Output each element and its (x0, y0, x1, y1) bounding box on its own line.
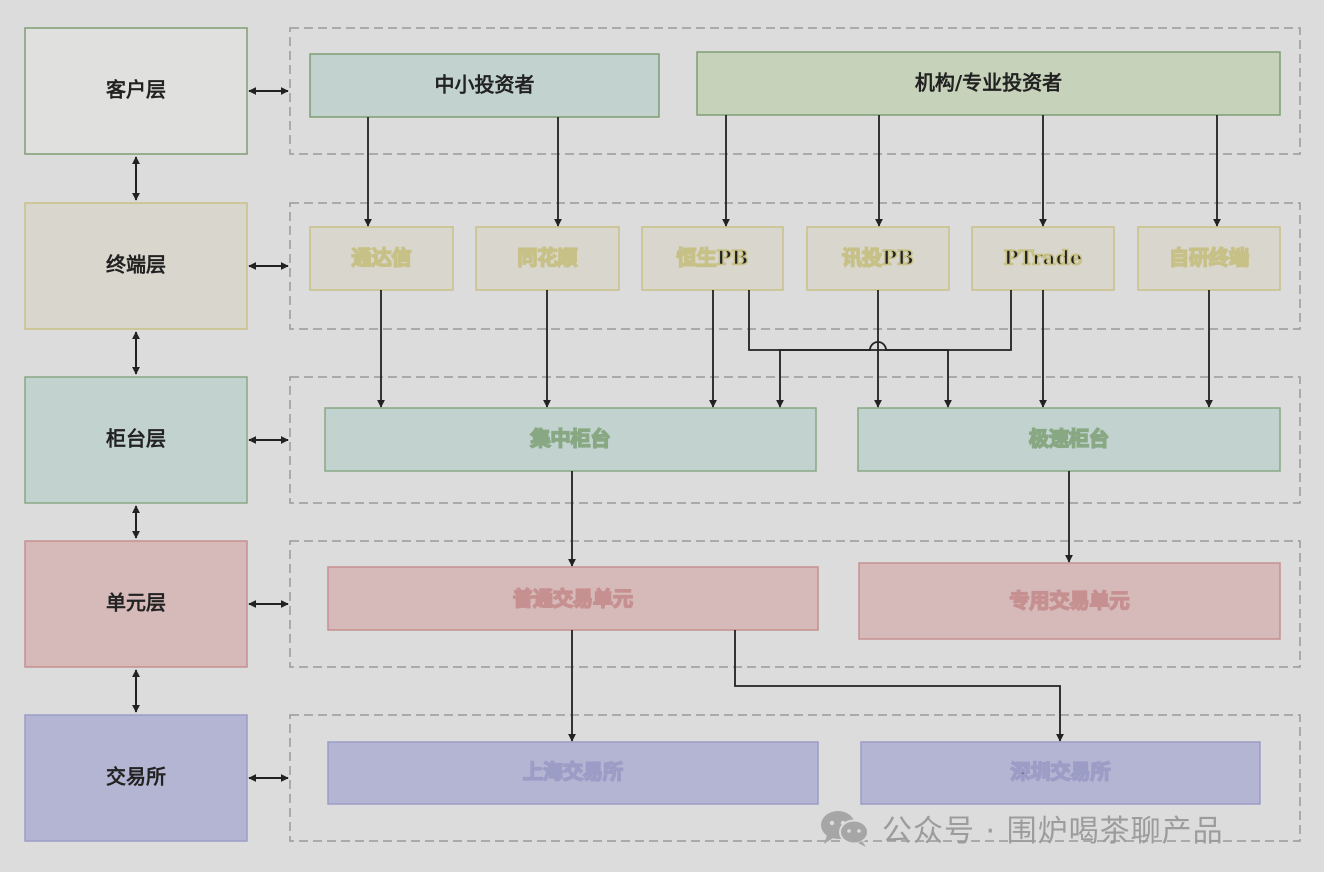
unit-layer-container (289, 540, 1301, 668)
shanghai-exchange-label: 上海交易所 (523, 760, 623, 784)
self-developed-terminal-label: 自研终端 (1169, 246, 1249, 270)
hspb-terminal-box (641, 226, 784, 291)
exchange-layer-box (24, 714, 248, 842)
ptrade-terminal-box (971, 226, 1115, 291)
institutional-investor-box (696, 51, 1281, 116)
fast-counter-box (857, 407, 1281, 472)
exchange-layer-container (289, 714, 1301, 842)
central-counter-box (324, 407, 817, 472)
client-layer-box (24, 27, 248, 155)
retail-investor-box (309, 53, 660, 118)
normal-trading-unit-label: 普通交易单元 (513, 587, 633, 611)
terminal-layer-box (24, 202, 248, 330)
tdx-terminal-label: 通达信 (352, 246, 412, 270)
normal-trading-unit-box (327, 566, 819, 631)
bidirectional-connectors (132, 87, 289, 782)
terminal-nodes: 通达信 同花顺 恒生PB 讯投PB PTrade 自研终端 (309, 226, 1281, 291)
tdx-terminal-box (309, 226, 454, 291)
counter-layer-box (24, 376, 248, 504)
layer-labels: 客户层 终端层 柜台层 单元层 交易所 (24, 27, 248, 842)
arrow-ptrade-central (776, 290, 1012, 408)
counter-nodes: 集中柜台 极速柜台 (324, 407, 1281, 472)
dedicated-trading-unit-box (858, 562, 1281, 640)
dedicated-trading-unit-label: 专用交易单元 (1010, 589, 1130, 613)
exchange-layer-label: 交易所 (106, 765, 166, 789)
terminal-layer-container (289, 202, 1301, 330)
counter-layer-container (289, 376, 1301, 504)
client-layer-label: 客户层 (105, 78, 166, 102)
ths-terminal-label: 同花顺 (518, 246, 578, 270)
unit-layer-box (24, 540, 248, 668)
watermark-text: 公众号 · 围炉喝茶聊产品 (882, 814, 1224, 849)
terminal-layer-label: 终端层 (106, 253, 166, 277)
ths-terminal-box (475, 226, 620, 291)
watermark: 公众号 · 围炉喝茶聊产品 (818, 806, 1224, 850)
fast-counter-label: 极速柜台 (1029, 427, 1109, 451)
institutional-investor-label: 机构/专业投资者 (915, 71, 1062, 95)
counter-layer-label: 柜台层 (106, 427, 166, 451)
retail-investor-label: 中小投资者 (435, 73, 535, 97)
unit-layer-label: 单元层 (106, 591, 166, 615)
ptrade-terminal-label: PTrade (1004, 246, 1083, 270)
hspb-terminal-label: 恒生PB (677, 246, 749, 270)
shanghai-exchange-box (327, 741, 819, 805)
exchange-nodes: 上海交易所 深圳交易所 (327, 741, 1261, 805)
self-developed-terminal-box (1137, 226, 1281, 291)
client-layer-container (289, 27, 1301, 155)
arrow-normal-sz (734, 630, 1064, 742)
xtpb-terminal-label: 讯投PB (842, 246, 914, 270)
unit-nodes: 普通交易单元 专用交易单元 (327, 562, 1281, 640)
layer-containers (289, 27, 1301, 842)
wechat-icon (821, 811, 869, 847)
shenzhen-exchange-label: 深圳交易所 (1011, 760, 1111, 784)
client-nodes: 中小投资者 机构/专业投资者 (309, 51, 1281, 118)
shenzhen-exchange-box (860, 741, 1261, 805)
xtpb-terminal-box (806, 226, 950, 291)
flow-arrows (364, 115, 1221, 742)
central-counter-label: 集中柜台 (530, 427, 611, 451)
arrow-hspb-fast (748, 290, 952, 408)
